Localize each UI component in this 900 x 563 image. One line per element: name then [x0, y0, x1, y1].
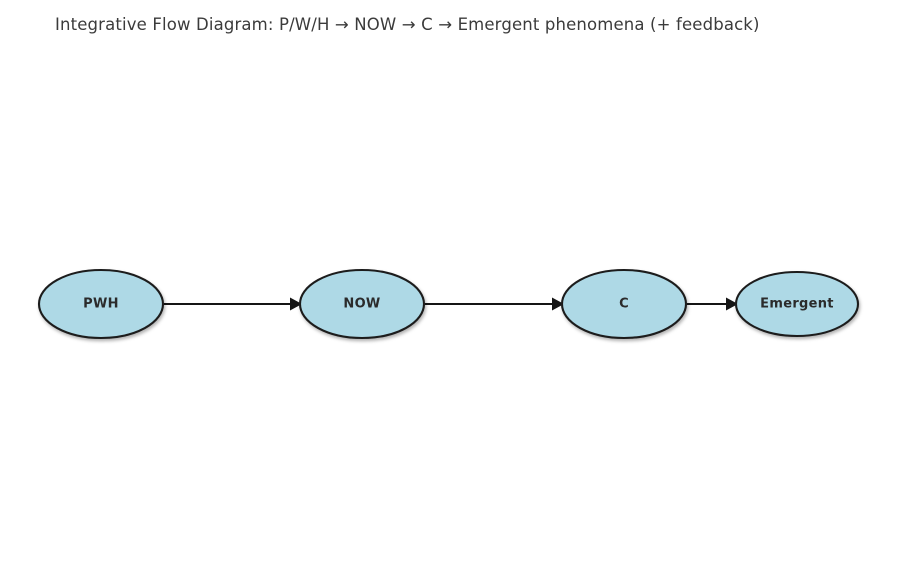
arrowhead-icon	[726, 297, 738, 311]
node-emergent[interactable]: Emergent	[734, 270, 860, 338]
node-shape	[734, 270, 860, 338]
node-pwh[interactable]: PWH	[37, 268, 165, 340]
node-now[interactable]: NOW	[298, 268, 426, 340]
arrowhead-icon	[552, 297, 564, 311]
node-label: NOW	[343, 297, 380, 312]
node-shape	[37, 268, 165, 340]
node-label: C	[619, 297, 629, 312]
edge-pwh-to-now[interactable]	[164, 297, 302, 311]
edge-c-to-emergent[interactable]	[687, 297, 738, 311]
node-label: Emergent	[760, 297, 834, 312]
node-shape	[298, 268, 426, 340]
node-c[interactable]: C	[560, 268, 688, 340]
node-shape	[560, 268, 688, 340]
edge-now-to-c[interactable]	[425, 297, 564, 311]
arrowhead-icon	[290, 297, 302, 311]
node-label: PWH	[83, 297, 119, 312]
page-title: Integrative Flow Diagram: P/W/H → NOW → …	[55, 15, 760, 34]
